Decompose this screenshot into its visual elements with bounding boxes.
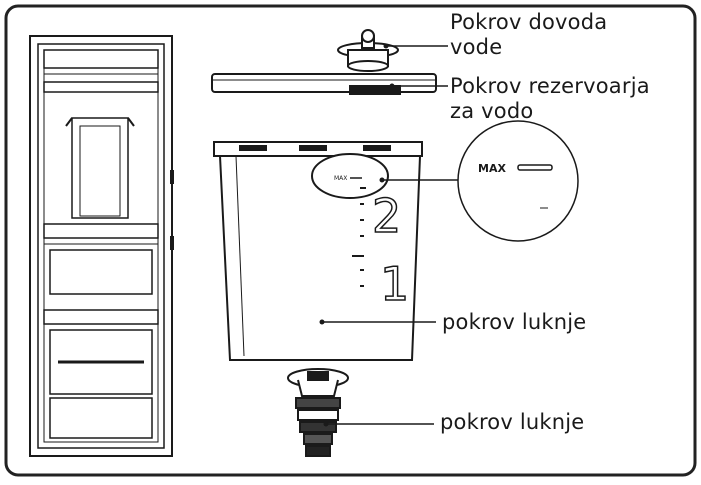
refrigerator-door [29,35,174,457]
label-tank-lid: Pokrov rezervoarja za vodo [450,74,650,124]
tank-lid [211,73,437,95]
label-water-inlet-cover: Pokrov dovoda vode [450,10,607,60]
level-2-mark: 2 [372,189,401,243]
max-small-text: MAX [334,175,347,182]
label-water-inlet-cover-line2: vode [450,35,503,59]
label-tank-lid-line2: za vodo [450,99,534,123]
label-hole-cover-upper: pokrov luknje [442,310,587,334]
water-tank: MAX 2 1 [213,141,423,361]
label-water-inlet-cover-line1: Pokrov dovoda [450,10,608,34]
water-inlet-cover [337,29,399,72]
max-zoom-text: MAX [478,162,506,175]
label-tank-lid-line1: Pokrov rezervoarja [450,74,650,98]
hole-plug [287,368,349,457]
label-hole-cover-lower: pokrov luknje [440,410,585,434]
max-zoom-callout: MAX [457,120,579,242]
leader-lines [322,45,458,425]
level-1-mark: 1 [380,257,409,311]
leader-dots [319,43,395,427]
